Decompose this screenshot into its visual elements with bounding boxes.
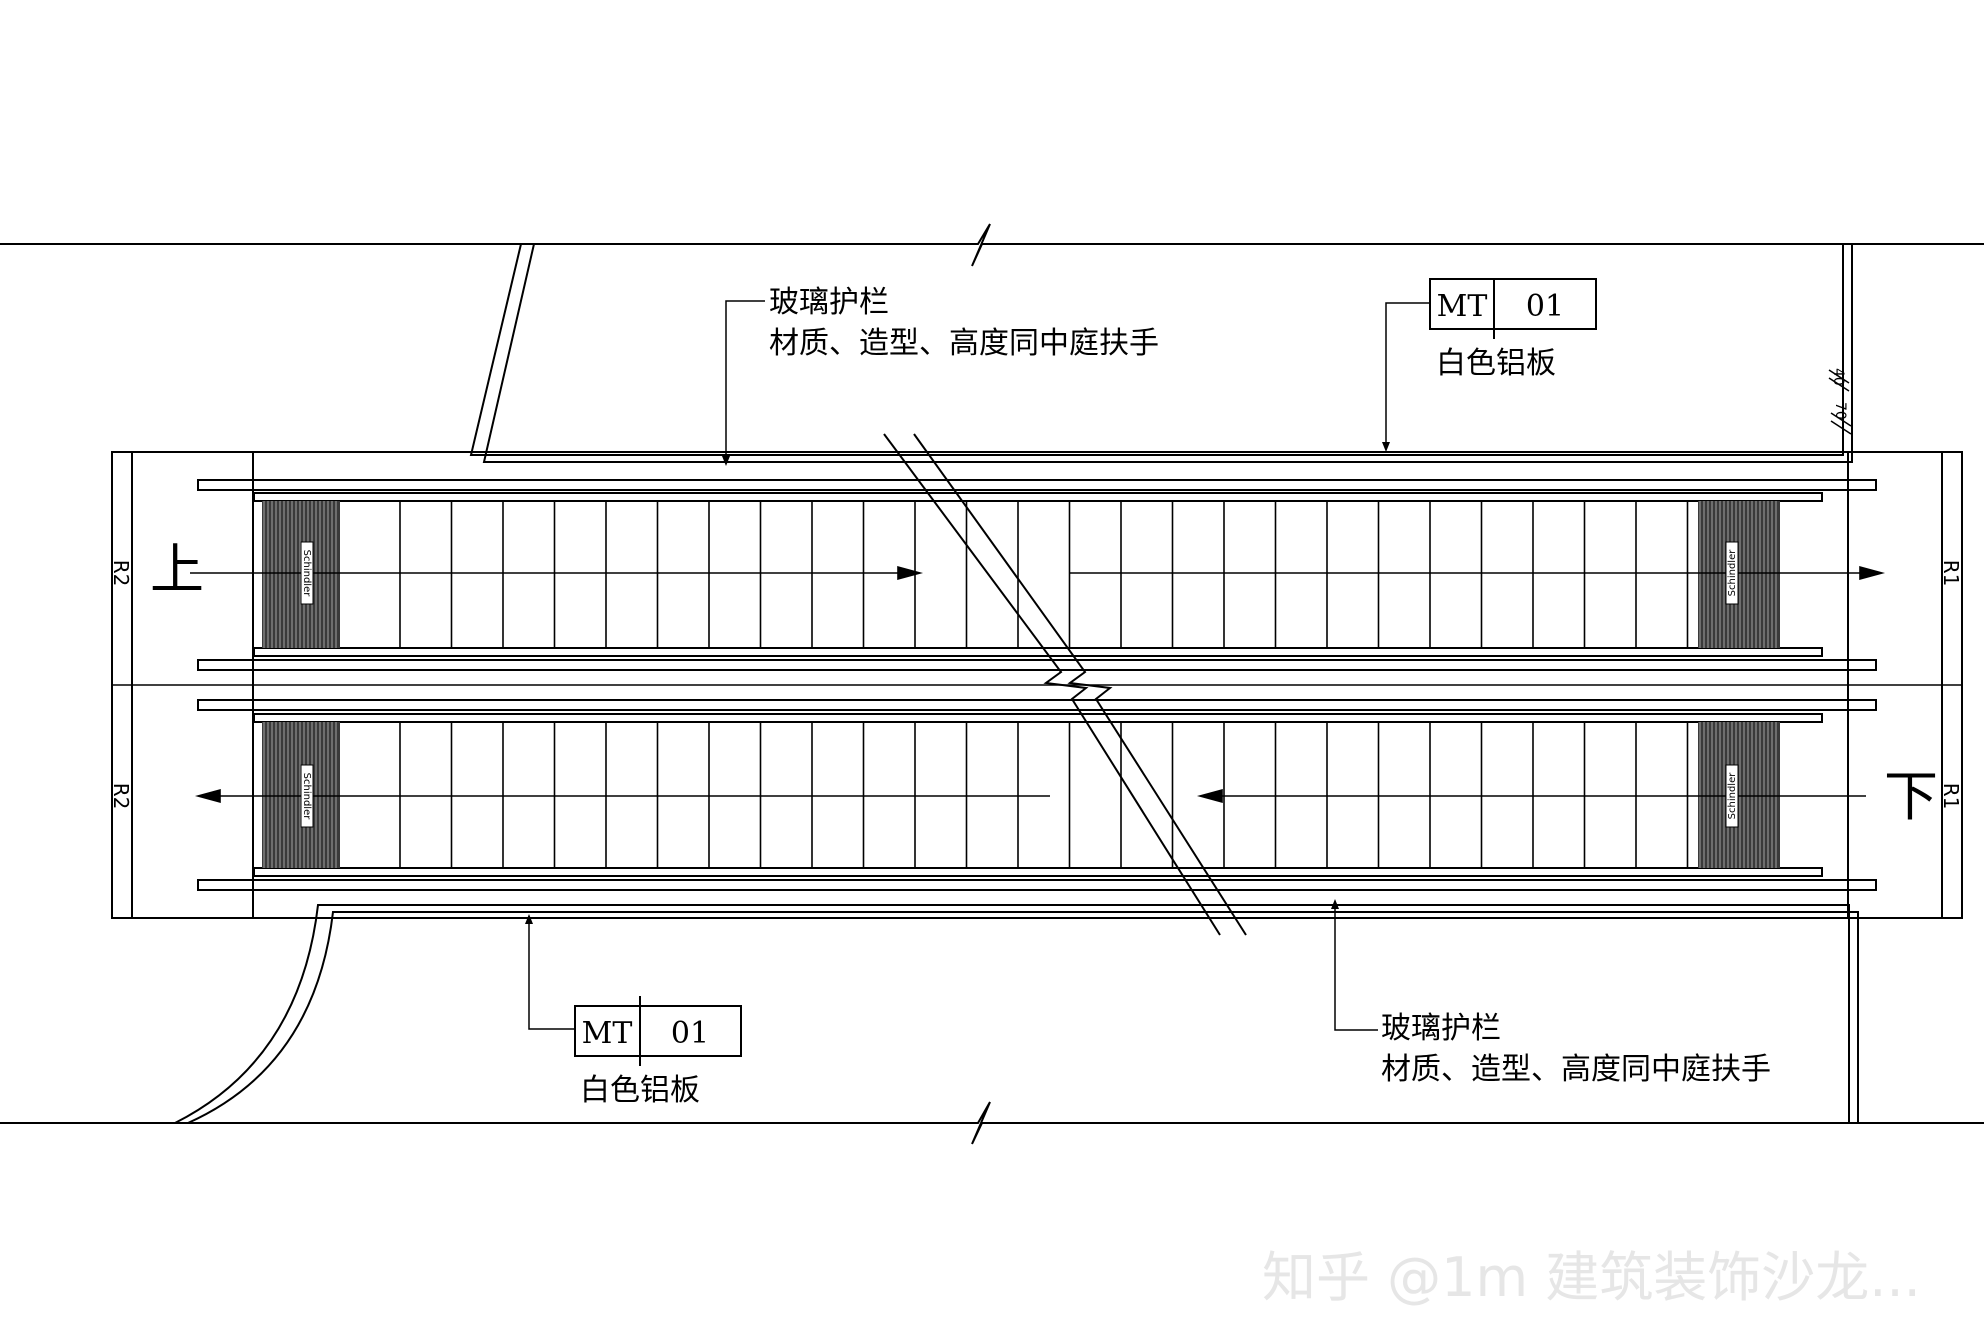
handrail-0	[197, 479, 1877, 491]
dimension-70: 70	[1832, 402, 1848, 420]
bottom-floor-line	[0, 1101, 1984, 1145]
bottom-glass-title: 玻璃护栏	[1381, 1011, 1501, 1046]
handrail-6	[197, 879, 1877, 891]
brand-label-top-left: Schindler	[301, 550, 312, 598]
top-floor-line	[0, 223, 1984, 267]
r2-top-label: R2	[109, 560, 133, 587]
brand-labels: Schindler Schindler Schindler Schindler	[300, 541, 1739, 828]
floor-edge-lines	[0, 223, 1984, 1145]
handrail-3	[253, 647, 1823, 657]
comb-plates	[262, 501, 1780, 868]
handrail-5	[253, 713, 1823, 723]
bottom-tag-number: 01	[671, 1016, 709, 1051]
leader-arrowheads	[525, 442, 1390, 924]
top-tag-label: 白色铝板	[1436, 346, 1556, 381]
top-glass-title: 玻璃护栏	[769, 285, 889, 320]
bottom-material-tag: MT 01 白色铝板	[574, 996, 742, 1108]
brand-label-bottom-left: Schindler	[301, 773, 312, 821]
bottom-glass-detail: 材质、造型、高度同中庭扶手	[1381, 1052, 1771, 1087]
bottom-tag-code: MT	[582, 1016, 633, 1051]
handrail-4	[197, 699, 1877, 711]
break-lines	[883, 433, 1247, 936]
handrail-7	[253, 867, 1823, 877]
handrail-1	[253, 492, 1823, 502]
handrail-2	[197, 659, 1877, 671]
comb-bottom-right	[1698, 722, 1780, 868]
r2-bottom-label: R2	[109, 783, 133, 810]
brand-label-bottom-right: Schindler	[1727, 772, 1738, 820]
top-material-tag: MT 01 白色铝板	[1429, 278, 1597, 381]
leader-lines	[528, 300, 1852, 1031]
comb-top-right	[1698, 501, 1780, 648]
down-label: 下	[1884, 765, 1938, 828]
top-tag-code: MT	[1437, 289, 1488, 324]
dimension-40: 40	[1830, 368, 1846, 386]
up-label: 上	[150, 538, 204, 601]
glass-guard	[174, 243, 1859, 1124]
escalator-frame	[111, 451, 1963, 919]
r1-top-label: R1	[1939, 560, 1963, 587]
bottom-tag-label: 白色铝板	[580, 1073, 700, 1108]
handrails	[197, 479, 1877, 891]
escalator-steps	[399, 501, 1689, 868]
brand-label-top-right: Schindler	[1727, 549, 1738, 597]
r1-bottom-label: R1	[1939, 783, 1963, 810]
top-tag-number: 01	[1526, 289, 1564, 324]
watermark: 知乎 @1m 建筑装饰沙龙...	[1262, 1246, 1921, 1309]
top-glass-detail: 材质、造型、高度同中庭扶手	[769, 326, 1159, 361]
